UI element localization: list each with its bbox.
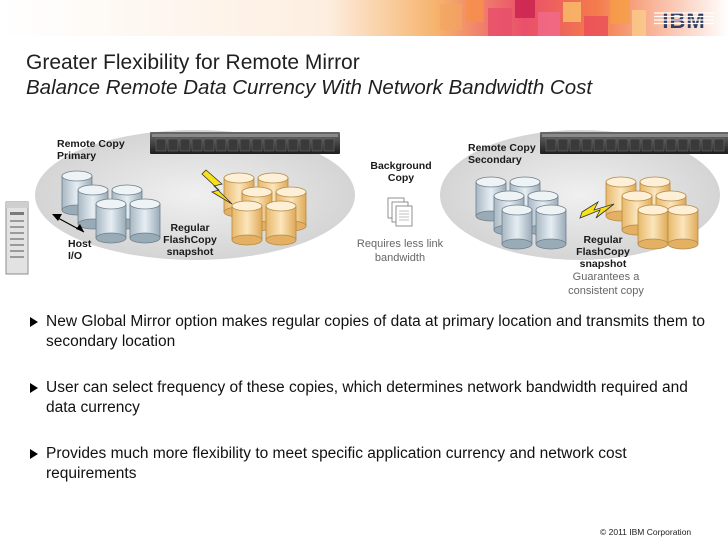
secondary-flashcopy-bolt-icon	[579, 200, 615, 219]
slide-subtitle: Balance Remote Data Currency With Networ…	[26, 76, 593, 99]
background-copy-label-text: Background Copy	[370, 160, 432, 184]
bullet-text: Provides much more flexibility to meet s…	[46, 445, 627, 482]
ibm-logo: IBM	[654, 8, 714, 37]
remote-mirror-diagram: Remote Copy Primary Remote Copy Secondar…	[0, 100, 728, 310]
primary-flashcopy-bolt-icon	[201, 169, 233, 205]
bullet-item: New Global Mirror option makes regular c…	[30, 312, 710, 352]
primary-label: Remote Copy Primary	[57, 138, 125, 162]
primary-storage-system	[149, 131, 341, 155]
header-banner	[0, 0, 728, 36]
bullet-item: Provides much more flexibility to meet s…	[30, 444, 710, 484]
bullet-item: User can select frequency of these copie…	[30, 378, 710, 418]
bullet-arrow-icon	[30, 317, 38, 327]
background-copy-document-icon	[387, 197, 413, 227]
primary-label-text: Remote Copy Primary	[57, 138, 125, 162]
bullet-arrow-icon	[30, 449, 38, 459]
bullet-text: New Global Mirror option makes regular c…	[46, 313, 706, 350]
host-server-icon	[5, 201, 29, 275]
bullet-arrow-icon	[30, 383, 38, 393]
host-io-label: Host I/O	[68, 238, 91, 262]
secondary-label: Remote Copy Secondary	[468, 142, 536, 166]
slide-title: Greater Flexibility for Remote Mirror	[26, 51, 360, 74]
primary-snapshot-label: Regular FlashCopy snapshot	[158, 222, 222, 258]
secondary-snapshot-label: Regular FlashCopy snapshot	[571, 234, 635, 270]
secondary-snapshot-label-text: Regular FlashCopy snapshot	[576, 234, 630, 270]
consistency-note: Guarantees a consistent copy	[556, 270, 656, 298]
primary-snapshot-label-text: Regular FlashCopy snapshot	[163, 222, 217, 258]
diagram-graphic	[5, 130, 728, 275]
consistency-note-text: Guarantees a consistent copy	[568, 271, 644, 297]
bandwidth-note: Requires less link bandwidth	[343, 237, 457, 265]
background-copy-label: Background Copy	[366, 160, 436, 184]
bandwidth-note-text: Requires less link bandwidth	[356, 238, 444, 264]
bullet-list: New Global Mirror option makes regular c…	[30, 312, 710, 510]
copyright-footer: © 2011 IBM Corporation	[600, 527, 692, 537]
secondary-label-text: Remote Copy Secondary	[468, 142, 536, 166]
secondary-storage-system	[539, 131, 728, 155]
decorative-banner-graphic	[0, 0, 728, 36]
host-io-label-text: Host I/O	[68, 238, 92, 262]
bullet-text: User can select frequency of these copie…	[46, 379, 688, 416]
ibm-logo-graphic: IBM	[654, 8, 714, 33]
